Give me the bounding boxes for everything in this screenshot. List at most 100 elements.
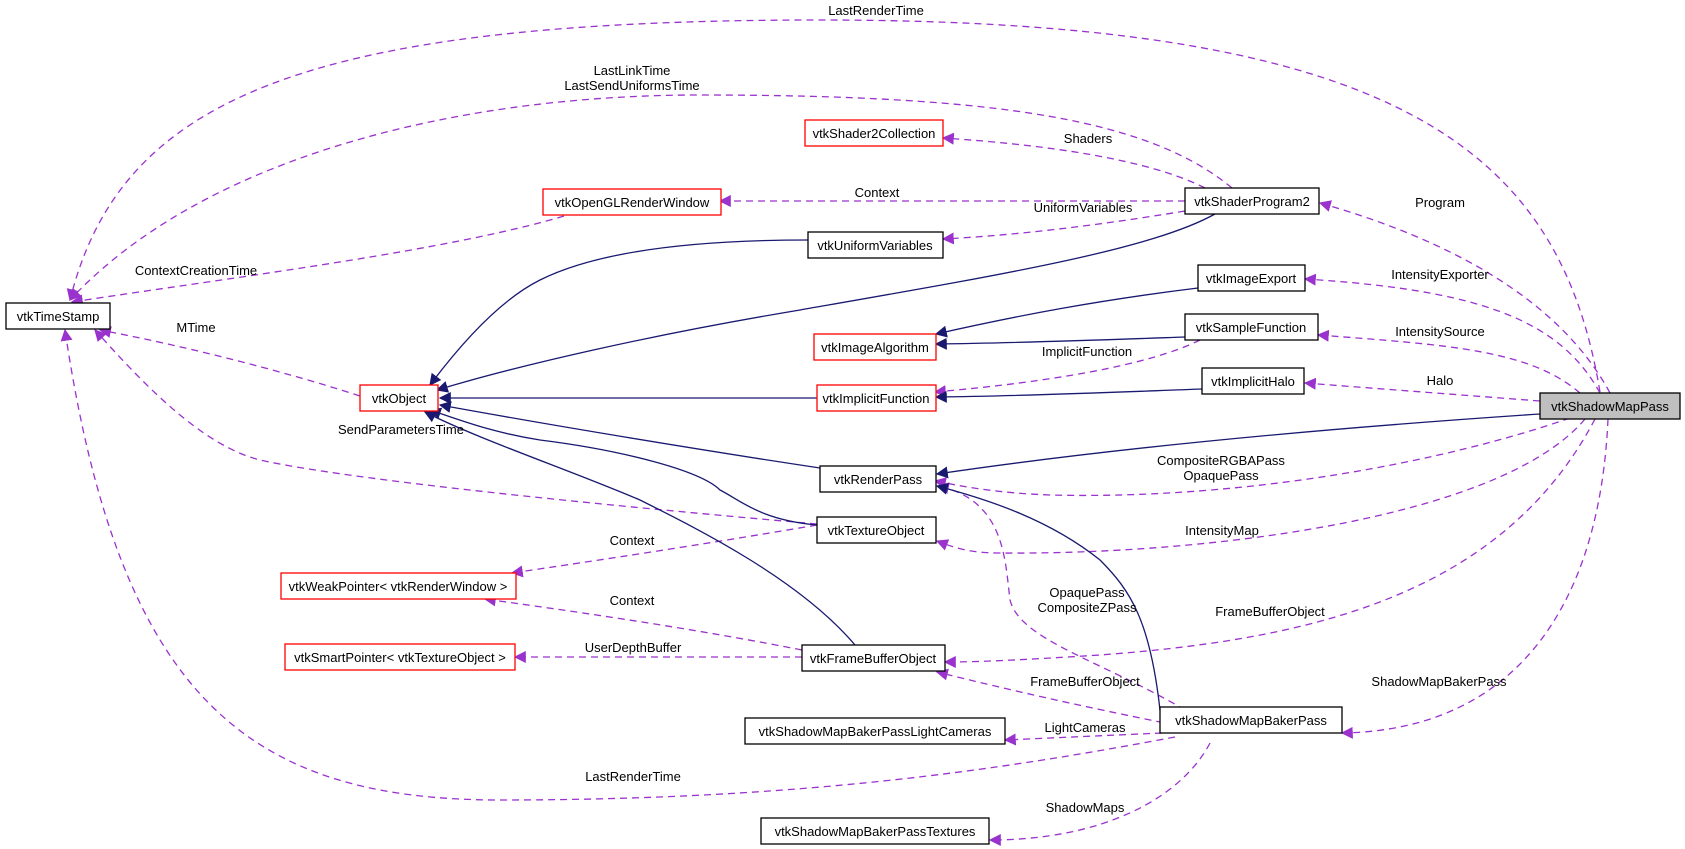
node-vtksamplefunction[interactable]: vtkSampleFunction bbox=[1184, 313, 1319, 341]
usage-edges bbox=[60, 19, 1611, 846]
node-label-vtkshadowmapbakerpasstextures: vtkShadowMapBakerPassTextures bbox=[775, 824, 976, 839]
edge-shadowmaps bbox=[988, 742, 1211, 846]
node-label-vtkimagealgorithm: vtkImageAlgorithm bbox=[821, 340, 929, 355]
edge-sendparameterstime bbox=[94, 329, 818, 525]
edge-mtime bbox=[98, 326, 361, 397]
edge-shadowmapbakerpass-to-renderpass bbox=[935, 482, 1161, 711]
edge-intensitysource bbox=[1316, 329, 1581, 394]
node-label-vtkshadowmapbakerpass: vtkShadowMapBakerPass bbox=[1175, 713, 1327, 728]
node-label-vtkshader2collection: vtkShader2Collection bbox=[813, 126, 936, 141]
node-vtkweakpointer-renderwindow[interactable]: vtkWeakPointer< vtkRenderWindow > bbox=[280, 572, 517, 600]
edge-label-shaders: Shaders bbox=[1064, 131, 1113, 146]
edge-label-lastrendertime-bottom: LastRenderTime bbox=[585, 769, 681, 784]
edge-contextcreationtime bbox=[70, 215, 565, 307]
inheritance-edges bbox=[423, 213, 1541, 711]
edge-label-mtime: MTime bbox=[176, 320, 215, 335]
edge-label-sendparameterstime: SendParametersTime bbox=[338, 422, 464, 437]
node-label-vtktimestamp: vtkTimeStamp bbox=[17, 309, 100, 324]
edge-opaquepass-compositezpass bbox=[936, 482, 1186, 711]
node-vtkshadowmapbakerpass[interactable]: vtkShadowMapBakerPass bbox=[1159, 706, 1343, 734]
edge-label-lastsenduniformstime: LastSendUniformsTime bbox=[564, 78, 699, 93]
edge-compositergbapass bbox=[933, 417, 1571, 497]
node-label-vtkimplicithalo: vtkImplicitHalo bbox=[1211, 374, 1295, 389]
edge-label-userdepthbuffer: UserDepthBuffer bbox=[585, 640, 682, 655]
edge-label-compositergbapass: CompositeRGBAPass bbox=[1157, 453, 1285, 468]
node-vtkimplicithalo[interactable]: vtkImplicitHalo bbox=[1201, 367, 1305, 395]
edge-label-shadowmaps: ShadowMaps bbox=[1046, 800, 1125, 815]
edge-label-context-ogl: Context bbox=[855, 185, 900, 200]
edge-label-halo: Halo bbox=[1427, 373, 1454, 388]
edge-shadowmappass-to-renderpass bbox=[935, 413, 1541, 479]
edge-label-program: Program bbox=[1415, 195, 1465, 210]
edge-label-framebufferobject-1: FrameBufferObject bbox=[1215, 604, 1325, 619]
edge-samplefunction-to-imagealgorithm bbox=[934, 336, 1186, 350]
edge-renderpass-to-object bbox=[438, 401, 821, 469]
node-label-vtkshadowmappass: vtkShadowMapPass bbox=[1551, 399, 1669, 414]
node-label-vtksmartpointer-textureobject: vtkSmartPointer< vtkTextureObject > bbox=[294, 650, 506, 665]
edge-intensitymap bbox=[935, 418, 1586, 554]
edge-label-compositezpass: CompositeZPass bbox=[1038, 600, 1137, 615]
node-vtksmartpointer-textureobject[interactable]: vtkSmartPointer< vtkTextureObject > bbox=[284, 643, 516, 671]
node-vtkshadowmapbakerpasslightcameras[interactable]: vtkShadowMapBakerPassLightCameras bbox=[744, 717, 1006, 745]
edge-label-intensitysource: IntensitySource bbox=[1395, 324, 1485, 339]
node-vtkopenglrenderwindow[interactable]: vtkOpenGLRenderWindow bbox=[542, 188, 722, 216]
edge-implicithalo-to-implicitfunction bbox=[934, 388, 1203, 403]
node-vtkrenderpass[interactable]: vtkRenderPass bbox=[819, 465, 937, 493]
edge-label-lightcameras: LightCameras bbox=[1045, 720, 1126, 735]
node-label-vtkshaderprogram2: vtkShaderProgram2 bbox=[1194, 194, 1310, 209]
edge-label-lastrendertime-top: LastRenderTime bbox=[828, 3, 924, 18]
node-vtktextureobject[interactable]: vtkTextureObject bbox=[816, 516, 937, 544]
edge-shaders bbox=[941, 132, 1206, 189]
node-vtkuniformvariables[interactable]: vtkUniformVariables bbox=[807, 231, 944, 259]
node-label-vtkopenglrenderwindow: vtkOpenGLRenderWindow bbox=[555, 195, 710, 210]
node-vtktimestamp[interactable]: vtkTimeStamp bbox=[5, 302, 111, 330]
edge-intensityexporter bbox=[1303, 273, 1601, 394]
node-label-vtkobject: vtkObject bbox=[372, 391, 427, 406]
node-vtkshaderprogram2[interactable]: vtkShaderProgram2 bbox=[1184, 187, 1320, 215]
node-label-vtkweakpointer-renderwindow: vtkWeakPointer< vtkRenderWindow > bbox=[289, 579, 508, 594]
edge-framebufferobject-1 bbox=[943, 418, 1596, 668]
node-vtkobject[interactable]: vtkObject bbox=[359, 384, 439, 412]
node-vtkshadowmappass[interactable]: vtkShadowMapPass bbox=[1539, 392, 1681, 420]
edge-label-lastlinktime: LastLinkTime bbox=[594, 63, 671, 78]
edge-label-framebufferobject-2: FrameBufferObject bbox=[1030, 674, 1140, 689]
edge-lastlinktime bbox=[69, 94, 1233, 301]
node-vtkframebufferobject[interactable]: vtkFrameBufferObject bbox=[801, 644, 946, 672]
edge-imageexport-to-imagealgorithm bbox=[934, 287, 1199, 338]
edge-label-contextcreationtime: ContextCreationTime bbox=[135, 263, 257, 278]
edge-uniformvariables bbox=[941, 210, 1186, 245]
edge-shaderprogram-to-object bbox=[435, 213, 1216, 393]
edge-program bbox=[1318, 200, 1611, 394]
edge-label-implicitfunction: ImplicitFunction bbox=[1042, 344, 1132, 359]
edge-context-weak2 bbox=[483, 594, 803, 651]
edge-label-opaquepass-2: OpaquePass bbox=[1049, 585, 1125, 600]
node-label-vtkimplicitfunction: vtkImplicitFunction bbox=[823, 391, 930, 406]
node-vtkshader2collection[interactable]: vtkShader2Collection bbox=[804, 119, 944, 147]
node-label-vtkshadowmapbakerpasslightcameras: vtkShadowMapBakerPassLightCameras bbox=[759, 724, 992, 739]
edge-framebufferobject-2 bbox=[935, 668, 1176, 726]
edge-halo bbox=[1303, 377, 1541, 402]
node-vtkimplicitfunction[interactable]: vtkImplicitFunction bbox=[816, 384, 937, 412]
node-label-vtkuniformvariables: vtkUniformVariables bbox=[817, 238, 933, 253]
edge-context-weak bbox=[510, 524, 818, 578]
node-vtkimagealgorithm[interactable]: vtkImageAlgorithm bbox=[813, 333, 937, 361]
edge-implicitfunction bbox=[933, 339, 1201, 398]
edge-lastrendertime-top bbox=[66, 19, 1601, 393]
node-vtkimageexport[interactable]: vtkImageExport bbox=[1197, 264, 1306, 292]
edge-textureobject-to-object bbox=[428, 407, 818, 526]
edge-label-context-weak: Context bbox=[610, 533, 655, 548]
node-label-vtkrenderpass: vtkRenderPass bbox=[834, 472, 923, 487]
edge-framebufferobject-to-object bbox=[423, 411, 856, 646]
edge-labels: LastRenderTime LastLinkTime LastSendUnif… bbox=[135, 3, 1507, 815]
edge-label-intensitymap: IntensityMap bbox=[1185, 523, 1259, 538]
edge-label-shadowmapbakerpass: ShadowMapBakerPass bbox=[1371, 674, 1507, 689]
edge-lastrendertime-bottom bbox=[60, 328, 1176, 801]
node-label-vtksamplefunction: vtkSampleFunction bbox=[1196, 320, 1307, 335]
node-label-vtkimageexport: vtkImageExport bbox=[1206, 271, 1297, 286]
edge-lightcameras bbox=[1003, 732, 1163, 746]
edge-label-uniformvariables: UniformVariables bbox=[1034, 200, 1133, 215]
edge-label-intensityexporter: IntensityExporter bbox=[1391, 267, 1489, 282]
node-label-vtktextureobject: vtkTextureObject bbox=[828, 523, 925, 538]
node-vtkshadowmapbakerpasstextures[interactable]: vtkShadowMapBakerPassTextures bbox=[760, 817, 990, 845]
